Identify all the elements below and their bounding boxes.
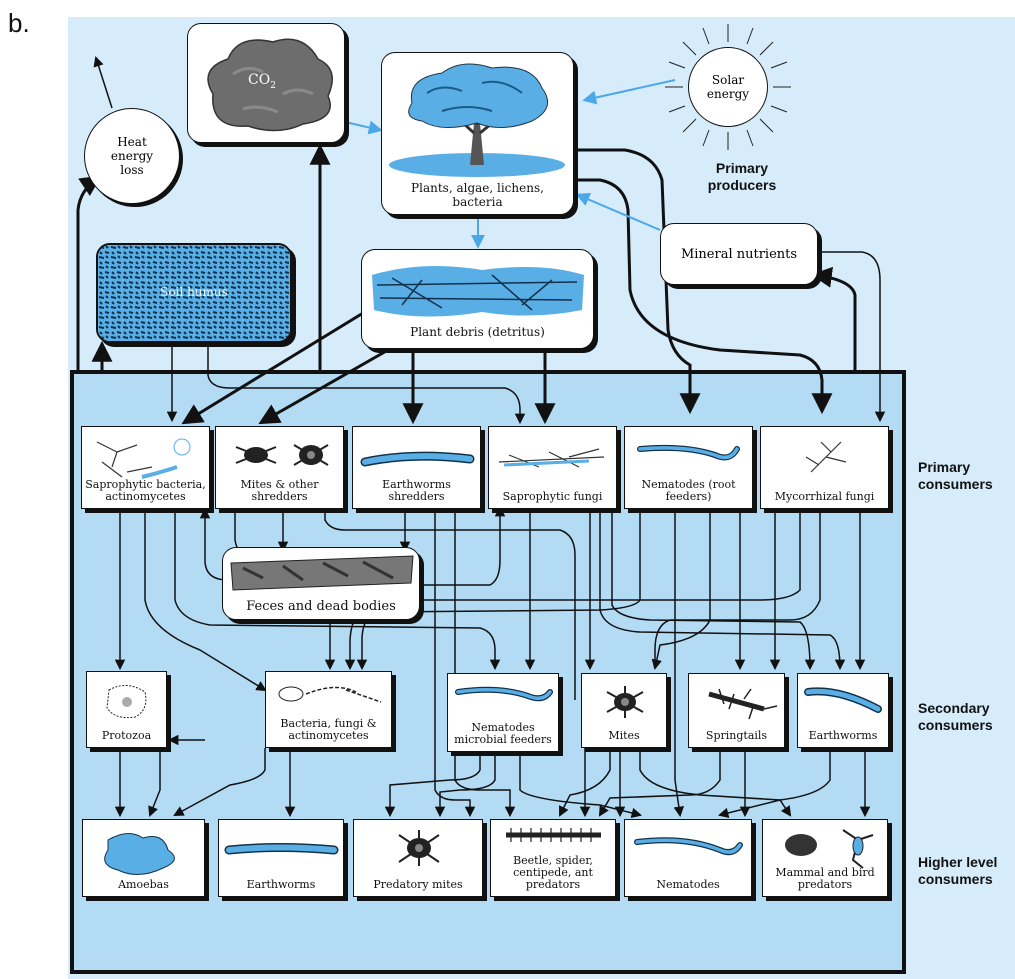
plant-debris-node: Plant debris (detritus) [361,249,594,349]
mineral-nutrients-label: Mineral nutrients [680,246,798,262]
arrow-mineral-plants [575,192,661,231]
primary-mycorrhizal-fungi: Mycorrhizal fungi [760,426,889,509]
bacteria-icon [96,438,191,479]
secondary-mites: Mites [581,673,667,748]
feces-texture [230,555,414,591]
higher-beetle-label: Beetle, spider, centipede, ant predators [513,854,593,891]
higher-mammal-bird: Mammal and bird predators [762,819,888,897]
nematode-icon-2 [455,686,553,702]
primary-saprophytic-bacteria: Saprophytic bacteria, actinomycetes [81,426,210,509]
arrow-heat-up [93,55,113,109]
primary-nematodes-root: Nematodes (root feeders) [624,426,753,509]
arrow-mineral-mycorrhizal [818,251,886,423]
predatory-mite-icon [398,830,440,866]
arrow-plants-mycorrhizal [572,178,833,415]
secondary-mites-label: Mites [608,729,640,742]
mycorrhiza-icon [805,441,847,473]
secondary-bacteria-label: Bacteria, fungi & actinomycetes [280,717,377,742]
higher-consumers-label: Higher level consumers [918,854,998,887]
nematode-icon [637,444,740,461]
tree-icon [389,63,565,177]
mite-icon-2 [606,686,644,718]
higher-nematodes-label: Nematodes [656,878,720,891]
protozoa-icon [106,685,147,719]
plants-label: Plants, algae, lichens, bacteria [411,181,544,209]
arrow-debris-sapbac [181,308,369,425]
primary-saprophytic-fungi: Saprophytic fungi [488,426,617,509]
secondary-bacteria-fungi: Bacteria, fungi & actinomycetes [265,671,392,748]
secondary-nematodes-label: Nematodes microbial feeders [454,721,552,746]
higher-predatory-mites-label: Predatory mites [373,878,463,891]
higher-nematodes: Nematodes [624,819,752,897]
co2-node: CO2 [187,23,345,143]
secondary-nematodes-microbial: Nematodes microbial feeders [447,673,559,752]
amoeba-icon [104,833,175,875]
feces-label: Feces and dead bodies [246,599,396,614]
primary-saprophytic-bacteria-label: Saprophytic bacteria, actinomycetes [85,478,206,503]
primary-earthworms-label: Earthworms shredders [382,478,451,503]
arrow-solar-plants [582,79,676,105]
arrow-humus-sapfungi [207,345,526,425]
secondary-springtails-label: Springtails [705,729,768,742]
higher-beetle-spider: Beetle, spider, centipede, ant predators [490,819,616,897]
heat-energy-loss: Heat energy loss [84,108,180,204]
figure-label: b. [8,8,30,38]
higher-earthworms-label: Earthworms [246,878,316,891]
soil-humus-node: Soil humus [96,243,292,343]
mammal-bird-icon [785,829,874,869]
soil-humus-label: Soil humus [160,285,228,299]
arrow-to-mineral [810,266,857,370]
secondary-springtails: Springtails [688,673,785,748]
higher-predatory-mites: Predatory mites [353,819,483,897]
mite-icon [235,444,329,466]
earthworm-icon-2 [804,687,882,713]
solar-energy: Solar energy [688,47,768,127]
higher-earthworms: Earthworms [218,819,344,897]
fungi-icon [498,448,605,468]
primary-earthworms: Earthworms shredders [352,426,481,509]
nematode-icon-3 [634,837,743,856]
co2-label: CO2 [248,72,276,91]
sun-rays-icon [665,24,791,150]
bacteria-fungi-icon [278,686,382,703]
cloud-icon [207,38,333,132]
higher-mammal-label: Mammal and bird predators [775,866,875,891]
primary-mites-shredders: Mites & other shredders [215,426,344,509]
primary-mycorrhizal-label: Mycorrhizal fungi [774,490,875,503]
primary-saprophytic-fungi-label: Saprophytic fungi [502,490,603,503]
arrow-to-heat [76,175,102,370]
arrow-co2-plants [344,120,383,135]
primary-producers-node: Plants, algae, lichens, bacteria [381,52,574,215]
secondary-protozoa: Protozoa [86,671,167,748]
springtail-icon [708,688,778,720]
primary-consumers-label: Primary consumers [918,459,993,492]
heat-energy-loss-label: Heat energy loss [110,135,154,177]
centipede-icon [506,828,601,842]
mineral-nutrients-node: Mineral nutrients [660,223,818,285]
higher-amoebas: Amoebas [82,819,205,897]
solar-energy-label: Solar energy [706,73,750,101]
soil-texture [98,245,290,341]
feces-dead-bodies-node: Feces and dead bodies [222,547,420,620]
primary-producers-label: Primary producers [707,160,777,193]
secondary-consumers-label: Secondary consumers [918,700,993,733]
higher-amoebas-label: Amoebas [118,878,169,891]
primary-mites-label: Mites & other shredders [240,478,319,503]
secondary-protozoa-label: Protozoa [101,729,152,742]
arrow-debris-mites [258,348,389,425]
debris-icon [372,266,584,317]
primary-nematodes-label: Nematodes (root feeders) [641,478,736,503]
secondary-earthworms: Earthworms [797,673,889,748]
secondary-earthworms-label: Earthworms [808,729,878,742]
plant-debris-label: Plant debris (detritus) [410,325,545,339]
earthworm-icon-3 [224,843,339,855]
earthworm-icon [360,451,475,467]
